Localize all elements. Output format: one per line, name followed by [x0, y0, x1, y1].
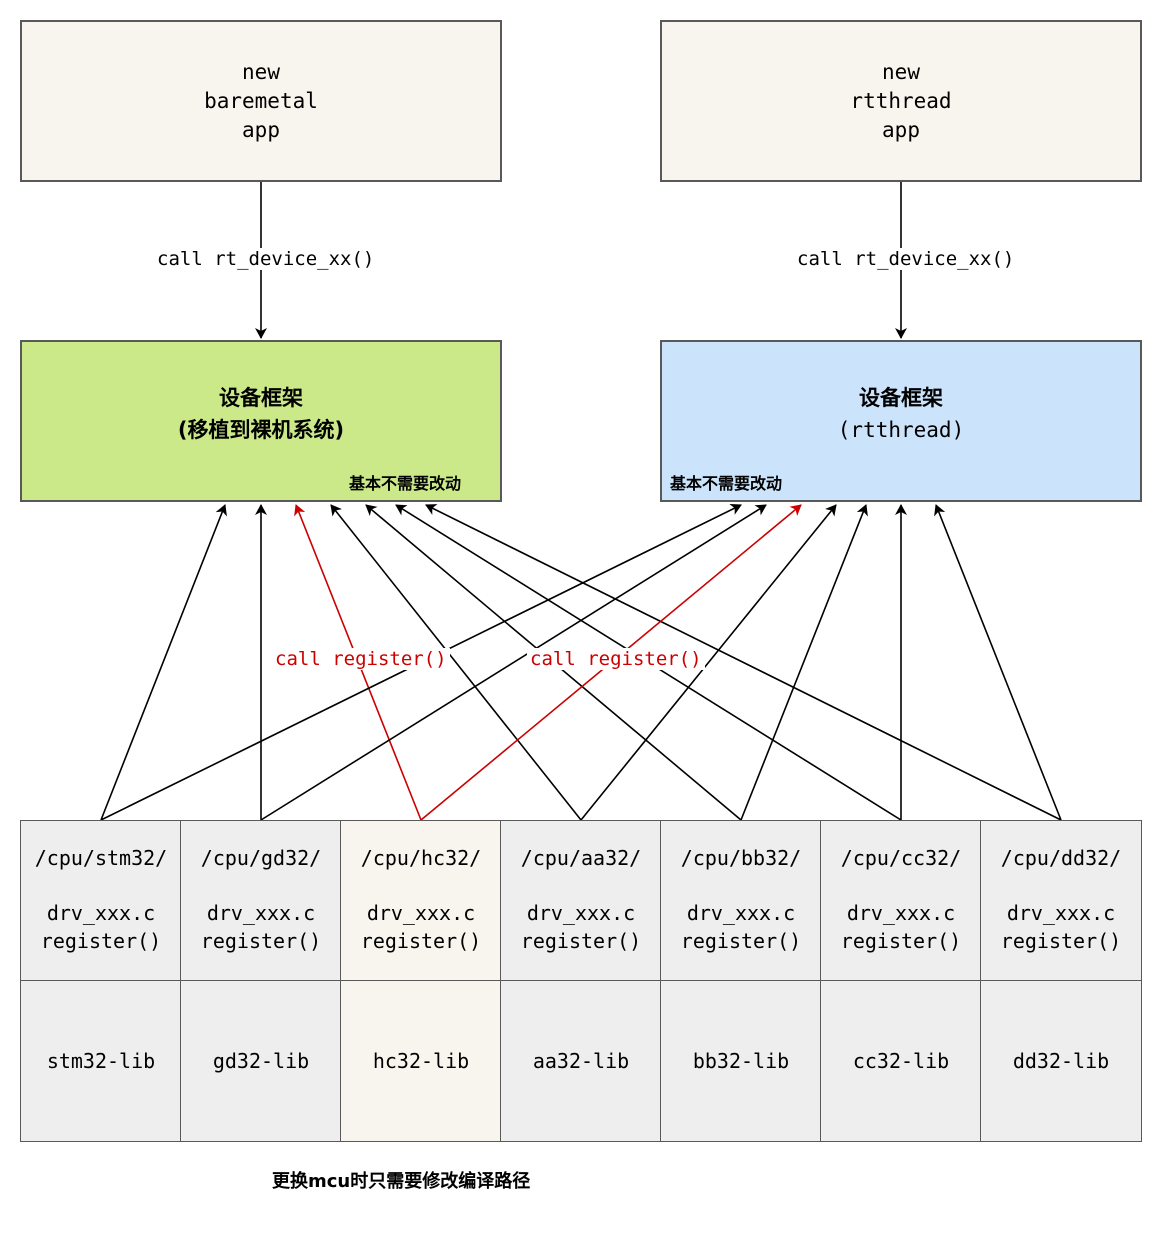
- bb32-to-right-arrow: [740, 504, 868, 821]
- baremetal-app-box: new baremetal app: [20, 20, 502, 182]
- driver-file: drv_xxx.c: [846, 901, 956, 925]
- register-call: register(): [200, 929, 322, 953]
- register-call: register(): [680, 929, 802, 953]
- cpu-stm32-driver-cell: /cpu/stm32/ drv_xxx.c register(): [20, 820, 182, 982]
- cpu-path: /cpu/cc32/: [840, 846, 962, 870]
- app-line: app: [242, 117, 280, 142]
- framework-subtitle: (移植到裸机系统): [177, 418, 345, 442]
- framework-title: 设备框架: [859, 386, 943, 410]
- dd32-to-right-arrow: [934, 504, 1062, 821]
- cpu-path: /cpu/aa32/: [520, 846, 642, 870]
- lib-label: stm32-lib: [46, 1049, 156, 1073]
- footer-note: 更换mcu时只需要修改编译路径: [272, 1171, 531, 1192]
- bb32-lib-cell: bb32-lib: [660, 980, 822, 1142]
- gd32-to-right-arrow: [260, 504, 767, 821]
- hc32-lib-cell: hc32-lib: [340, 980, 502, 1142]
- rtthread-framework-box: 设备框架 (rtthread): [660, 340, 1142, 502]
- register-call: register(): [40, 929, 162, 953]
- cpu-gd32-driver-cell: /cpu/gd32/ drv_xxx.c register(): [180, 820, 342, 982]
- cpu-dd32-driver-cell: /cpu/dd32/ drv_xxx.c register(): [980, 820, 1142, 982]
- register-call: register(): [360, 929, 482, 953]
- lib-label: cc32-lib: [852, 1049, 950, 1073]
- register-call: register(): [1000, 929, 1122, 953]
- app-line: app: [882, 117, 920, 142]
- register-call: register(): [840, 929, 962, 953]
- driver-file: drv_xxx.c: [1006, 901, 1116, 925]
- framework-title: 设备框架: [219, 386, 303, 410]
- cc32-lib-cell: cc32-lib: [820, 980, 982, 1142]
- driver-file: drv_xxx.c: [46, 901, 156, 925]
- driver-file: drv_xxx.c: [526, 901, 636, 925]
- framework-note-left: 基本不需要改动: [349, 474, 462, 493]
- framework-note-right: 基本不需要改动: [670, 474, 783, 493]
- lib-label: gd32-lib: [212, 1049, 310, 1073]
- aa32-to-left-arrow: [330, 504, 582, 821]
- lib-label: bb32-lib: [692, 1049, 790, 1073]
- cpu-aa32-driver-cell: /cpu/aa32/ drv_xxx.c register(): [500, 820, 662, 982]
- driver-file: drv_xxx.c: [366, 901, 476, 925]
- cpu-path: /cpu/bb32/: [680, 846, 802, 870]
- cpu-bb32-driver-cell: /cpu/bb32/ drv_xxx.c register(): [660, 820, 822, 982]
- framework-subtitle: (rtthread): [837, 418, 965, 442]
- app-line: new: [882, 59, 920, 84]
- lib-label: hc32-lib: [372, 1049, 470, 1073]
- cpu-path: /cpu/hc32/: [360, 846, 482, 870]
- call-device-label-right: call rt_device_xx(): [794, 248, 1018, 270]
- cpu-path: /cpu/stm32/: [34, 846, 168, 870]
- dd32-lib-cell: dd32-lib: [980, 980, 1142, 1142]
- baremetal-framework-box: 设备框架 (移植到裸机系统): [20, 340, 502, 502]
- aa32-lib-cell: aa32-lib: [500, 980, 662, 1142]
- driver-file: drv_xxx.c: [686, 901, 796, 925]
- driver-file: drv_xxx.c: [206, 901, 316, 925]
- stm32-to-left-arrow: [100, 504, 227, 821]
- rtthread-app-box: new rtthread app: [660, 20, 1142, 182]
- cpu-hc32-driver-cell: /cpu/hc32/ drv_xxx.c register(): [340, 820, 502, 982]
- aa32-to-right-arrow: [580, 504, 837, 821]
- app-line: new: [242, 59, 280, 84]
- call-device-label-left: call rt_device_xx(): [154, 248, 378, 270]
- cpu-path: /cpu/gd32/: [200, 846, 322, 870]
- stm32-lib-cell: stm32-lib: [20, 980, 182, 1142]
- cpu-cc32-driver-cell: /cpu/cc32/ drv_xxx.c register(): [820, 820, 982, 982]
- register-label-right: call register(): [527, 648, 705, 670]
- cpu-path: /cpu/dd32/: [1000, 846, 1122, 870]
- register-call: register(): [520, 929, 642, 953]
- dd32-to-left-arrow: [425, 504, 1062, 821]
- app-line: rtthread: [850, 88, 952, 113]
- app-line: baremetal: [204, 88, 318, 113]
- lib-label: aa32-lib: [532, 1049, 630, 1073]
- lib-label: dd32-lib: [1012, 1049, 1110, 1073]
- gd32-lib-cell: gd32-lib: [180, 980, 342, 1142]
- register-label-left: call register(): [272, 648, 450, 670]
